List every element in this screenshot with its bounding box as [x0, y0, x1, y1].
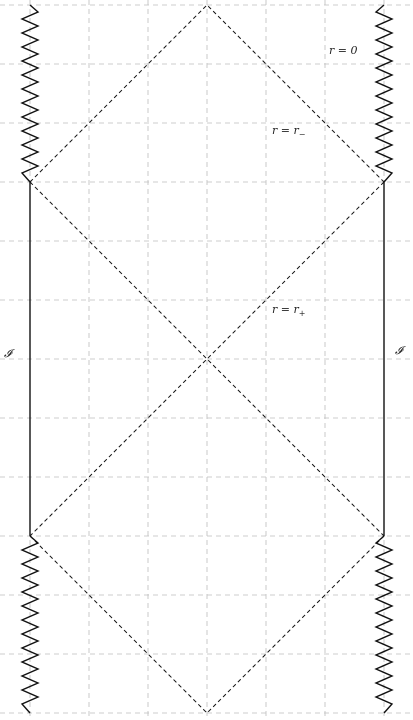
singularity-bottom-left — [20, 535, 40, 714]
label-r-minus-sub: − — [299, 130, 306, 139]
label-r-minus: r = r− — [272, 124, 305, 139]
label-scri-left: 𝓘 — [4, 347, 15, 360]
label-r-zero: r = 0 — [329, 44, 357, 57]
label-r-plus: r = r+ — [272, 303, 305, 318]
label-r-plus-sub: + — [299, 309, 306, 318]
singularity-bottom-right — [374, 535, 394, 714]
label-r-plus-main: r = r — [272, 303, 299, 316]
label-r-minus-main: r = r — [272, 124, 299, 137]
label-scri-right: 𝓘 — [395, 344, 406, 357]
singularities — [20, 4, 394, 714]
singularity-top-left — [20, 4, 40, 183]
singularity-top-right — [374, 4, 394, 183]
